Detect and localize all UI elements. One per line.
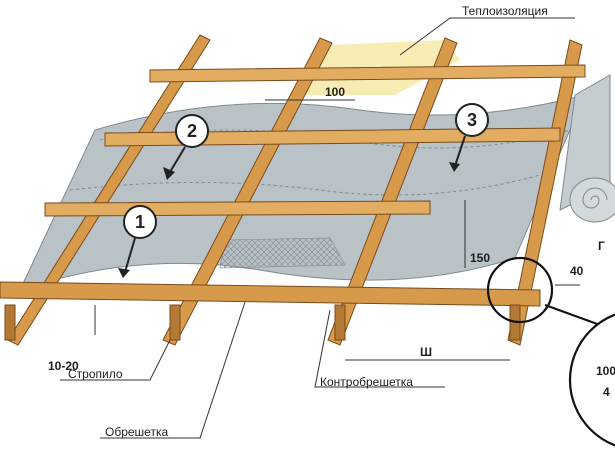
leader-counter-batten [314, 309, 445, 388]
battens [0, 64, 586, 307]
rafter-end [4, 304, 16, 341]
counter-batten [7, 34, 211, 346]
rafter-end [169, 304, 181, 341]
batten [149, 64, 586, 83]
dim-40-text: 40 [570, 264, 584, 278]
detail-text-4: 4 [603, 385, 610, 399]
dim-spacing: Ш [345, 345, 510, 361]
leader-batten [100, 301, 246, 439]
counter-battens [7, 34, 583, 346]
membrane-roll [559, 74, 615, 223]
label-insulation: Теплоизоляция [462, 4, 548, 18]
counter-batten [507, 39, 583, 346]
mesh-patch [219, 237, 346, 269]
counter-batten [327, 37, 458, 346]
detail-connector [544, 304, 601, 326]
step-marker-3: 3 [449, 103, 489, 172]
label-counter-batten: Контробрешетка [320, 375, 413, 389]
step-number-2: 2 [187, 121, 197, 141]
batten-front [0, 281, 541, 307]
dim-40: 40 [555, 264, 584, 286]
dim-100-text: 100 [325, 85, 345, 99]
step-marker-1: 1 [118, 205, 157, 278]
label-batten: Обрешетка [105, 425, 168, 439]
counter-batten [162, 37, 333, 346]
rafter-end [334, 304, 346, 341]
dim-100: 100 [265, 85, 355, 101]
leader-insulation [399, 17, 575, 56]
rafter-ends [4, 304, 521, 341]
detail-text-g: Г [598, 239, 605, 253]
batten [44, 200, 431, 217]
detail-circle-small [486, 256, 554, 324]
step-marker-2: 2 [163, 114, 209, 180]
label-rafter: Стропило [68, 367, 123, 381]
step-number-3: 3 [467, 110, 477, 130]
dim-spacing-text: Ш [420, 345, 432, 359]
detail-circle-large [568, 313, 615, 447]
dim-10-20-text: 10-20 [48, 359, 79, 373]
dim-150: 150 [464, 200, 490, 268]
step-number-1: 1 [135, 212, 145, 232]
leader-rafter [60, 339, 171, 381]
dim-10-20: 10-20 [48, 305, 96, 373]
detail-text-100: 100 [596, 364, 615, 378]
dim-150-text: 150 [470, 251, 490, 265]
batten [104, 127, 561, 147]
